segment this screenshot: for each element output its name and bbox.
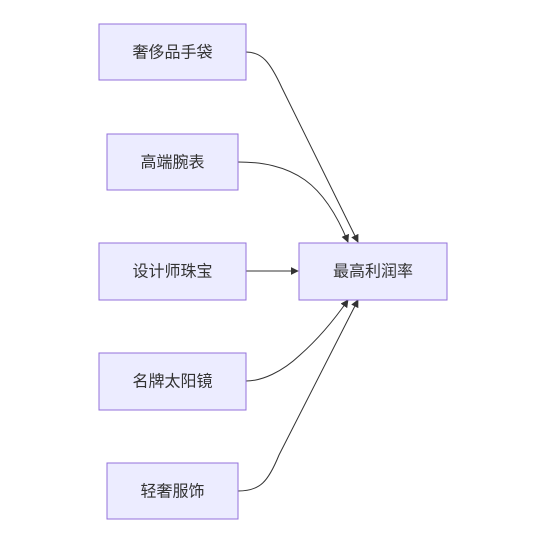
node-n4[interactable]: 名牌太阳镜 xyxy=(98,352,247,411)
node-target[interactable]: 最高利润率 xyxy=(298,242,448,301)
node-n3-box xyxy=(98,242,247,301)
edge-n1-to-target xyxy=(245,51,359,243)
node-target-box xyxy=(298,242,448,301)
node-n3-label: 设计师珠宝 xyxy=(132,262,212,281)
node-n1[interactable]: 奢侈品手袋 xyxy=(98,23,247,81)
edges xyxy=(237,51,359,492)
node-n5[interactable]: 轻奢服饰 xyxy=(106,462,239,520)
node-n4-box xyxy=(98,352,247,411)
edge-n4-to-target xyxy=(245,299,349,382)
node-n2-box xyxy=(106,133,239,191)
node-n4-label: 名牌太阳镜 xyxy=(132,372,212,391)
edge-n5-to-target xyxy=(237,299,359,492)
node-n1-label: 奢侈品手袋 xyxy=(132,43,212,62)
node-target-label: 最高利润率 xyxy=(333,262,413,281)
node-n5-label: 轻奢服饰 xyxy=(140,482,204,501)
edge-n2-to-target xyxy=(237,161,349,243)
node-n3[interactable]: 设计师珠宝 xyxy=(98,242,247,301)
node-n1-box xyxy=(98,23,247,81)
node-n2-label: 高端腕表 xyxy=(140,153,204,172)
node-n2[interactable]: 高端腕表 xyxy=(106,133,239,191)
node-n5-box xyxy=(106,462,239,520)
